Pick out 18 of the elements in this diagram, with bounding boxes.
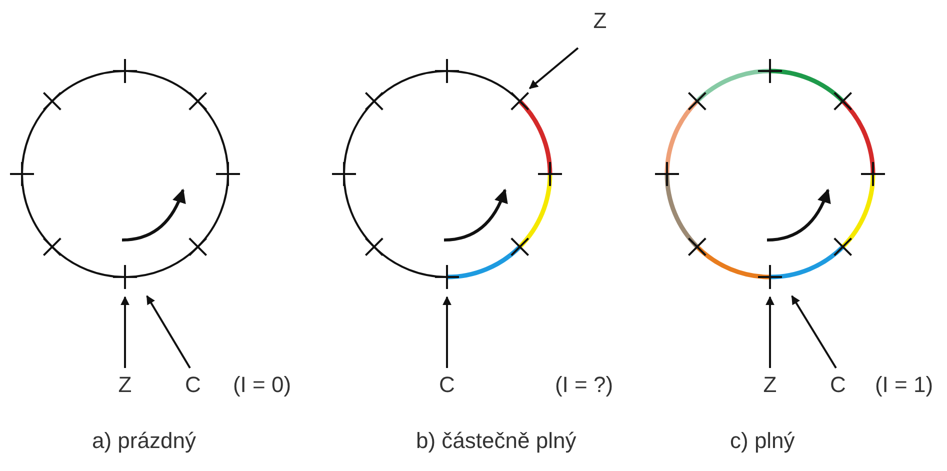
arrow	[442, 296, 452, 368]
pointer-letter: C	[830, 372, 846, 398]
arrow	[146, 295, 191, 369]
panel-caption: a) prázdný	[92, 428, 196, 454]
arrow	[791, 295, 837, 369]
arrow	[528, 47, 579, 90]
arrow	[766, 296, 774, 368]
fill-level-label: (I = 0)	[232, 372, 292, 398]
pointer-letter: Z	[593, 8, 607, 34]
panel-caption: c) plný	[730, 428, 795, 454]
pointer-letter: C	[439, 372, 455, 398]
pointer-letter: Z	[763, 372, 777, 398]
pointer-letter: C	[185, 372, 201, 398]
arrow	[120, 296, 130, 368]
panel-caption: b) částečně plný	[416, 428, 576, 454]
pointer-letter: Z	[118, 372, 132, 398]
fill-level-label: (I = ?)	[554, 372, 614, 398]
fill-level-label: (I = 1)	[874, 372, 934, 398]
